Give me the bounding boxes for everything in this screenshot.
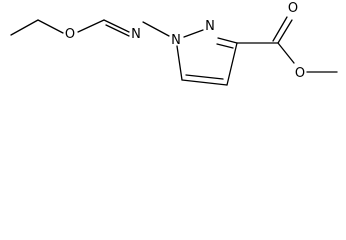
ester-oxygen-label: O	[295, 66, 305, 81]
pyrazole-ring-bonds	[176, 29, 238, 86]
bond-carbonyl-carbon-ester-oxygen	[277, 42, 295, 64]
bond-imine-double-2	[105, 24, 130, 37]
bond-methyl-methylene	[10, 19, 39, 36]
ester-bonds	[236, 16, 338, 73]
bond-c4-c5-single	[181, 79, 228, 86]
structural-formula: O N N N O O	[10, 1, 338, 86]
imine-nitrogen-label: N	[131, 27, 141, 42]
ether-oxygen-label: O	[65, 27, 75, 42]
hydrazone-bond	[142, 21, 170, 37]
ether-bonds	[77, 19, 105, 33]
bond-carbonyl-double-1	[277, 19, 293, 44]
bond-c5-n1	[176, 45, 183, 81]
ethyl-bonds	[10, 19, 64, 36]
bond-n1-n2	[183, 29, 204, 38]
bond-c3-c4	[226, 42, 238, 86]
bond-imine-nitrogen-ring-nitrogen	[142, 21, 170, 37]
imine-double-bond	[103, 19, 130, 37]
carbonyl-oxygen-label: O	[288, 1, 298, 16]
ring-nitrogen-2-label: N	[205, 19, 215, 34]
bond-ether-oxygen-imidate-carbon	[77, 19, 105, 33]
bond-carbonyl-double-2	[272, 16, 288, 42]
bond-n2-c3-single	[217, 37, 238, 44]
bond-imine-double-1	[103, 19, 130, 33]
bond-methylene-ether-oxygen	[37, 19, 64, 34]
bond-c4-c5-double	[185, 74, 224, 80]
ring-nitrogen-1-label: N	[171, 33, 181, 48]
bond-n2-c3-double	[216, 43, 234, 49]
